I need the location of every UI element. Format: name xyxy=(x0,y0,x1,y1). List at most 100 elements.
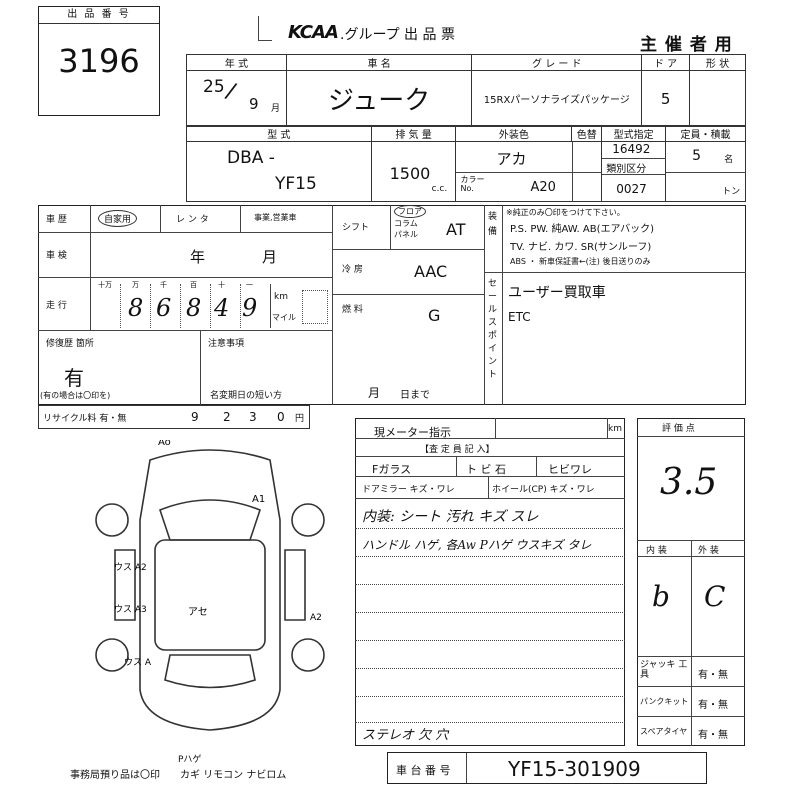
score-value: 3.5 xyxy=(660,462,718,503)
history-private[interactable]: 自家用 xyxy=(98,210,138,227)
tool-spare-value[interactable]: 有・無 xyxy=(698,730,728,741)
car-label: 車 名 xyxy=(285,54,473,71)
equipment-label: 装 備 xyxy=(488,212,498,237)
year-label: 年 式 xyxy=(186,54,287,71)
door-label: ド ア xyxy=(641,54,691,71)
unit-10: 十 xyxy=(218,281,225,289)
footer-left: 事務局預り品は〇印 xyxy=(70,770,160,781)
recycle-label: リサイクル料 有・無 xyxy=(43,414,127,424)
mark-a-bottom: ウス A xyxy=(124,657,152,668)
type-cell: DBA - YF15 xyxy=(186,141,372,202)
recycle-digit-4: 0 xyxy=(277,410,285,424)
month-unit: 月 xyxy=(271,104,281,114)
note-1: 内装: シート 汚れ キズ スレ xyxy=(362,509,539,525)
exterior-label: 外 装 xyxy=(698,546,719,556)
unit-100: 百 xyxy=(190,281,197,289)
mile-unit: マイル xyxy=(272,313,296,322)
caution-day-unit: 日まで xyxy=(400,390,430,401)
disp-label: 排 気 量 xyxy=(370,125,457,142)
type-table: 型 式 排 気 量 外装色 色替 型式指定 定員・積載 DBA - YF15 1… xyxy=(186,125,747,202)
chassis-label: 車 台 番 号 xyxy=(396,764,451,777)
caution-month-unit: 月 xyxy=(368,386,381,400)
wheel-label: ホイール(CP) キズ・ワレ xyxy=(492,485,595,495)
tool-jack-label: ジャッキ 工 具 xyxy=(640,660,688,680)
note-3: ステレオ 欠 穴 xyxy=(362,728,449,743)
shape-label: 形 状 xyxy=(689,54,746,71)
class-label: 類別区分 xyxy=(606,164,647,175)
digit-100: 8 xyxy=(186,294,202,322)
recycle-digit-3: 3 xyxy=(249,410,257,424)
type-label: 型 式 xyxy=(186,125,372,142)
digit-10: 4 xyxy=(214,294,230,322)
equipment-line-1[interactable]: P.S. PW. 純AW. AB(エアバック) xyxy=(510,224,654,235)
tool-jack-value[interactable]: 有・無 xyxy=(698,670,728,681)
shape-value xyxy=(689,70,746,127)
year-cell: 25 / 9 月 xyxy=(186,70,287,127)
lot-box: 出 品 番 号 3196 xyxy=(38,6,160,116)
shift-column[interactable]: コラム xyxy=(394,219,418,228)
repair-value: 有 xyxy=(64,366,84,390)
km-unit: km xyxy=(274,292,288,302)
tool-spare-label: スペアタイヤ xyxy=(640,727,688,736)
history-business[interactable]: 事業,営業車 xyxy=(254,213,297,222)
class-value: 0027 xyxy=(616,182,647,196)
grade-label: グ レ ー ド xyxy=(471,54,643,71)
footer-pnote: Pハゲ xyxy=(178,755,202,765)
doors-value: 5 xyxy=(641,70,691,127)
meter-label: 現メーター指示 xyxy=(374,426,451,439)
mark-a3-left: ウス A3 xyxy=(114,604,147,615)
glass-crack: ヒビワレ xyxy=(548,463,592,476)
unit-1: 一 xyxy=(246,281,253,289)
unit-10k: 万 xyxy=(132,281,139,289)
inspector-label: 【査 定 員 記 入】 xyxy=(420,445,495,455)
fuel-label: 燃 料 xyxy=(342,305,363,315)
short-date-label: 名変期日の短い方 xyxy=(210,391,283,401)
recycle-digit-2: 2 xyxy=(223,410,231,424)
footer-items: カギ リモコン ナビロム xyxy=(180,770,287,781)
shift-value: AT xyxy=(446,220,466,239)
history-rental[interactable]: レ ン タ xyxy=(176,215,209,225)
glass-label: Fガラス xyxy=(372,463,412,476)
sales-point-text-1: ユーザー買取車 xyxy=(508,285,606,301)
car-name: ジューク xyxy=(285,70,473,127)
interior-score: b xyxy=(652,580,670,613)
shift-floor[interactable]: フロア xyxy=(394,205,426,218)
color-label: 外装色 xyxy=(455,125,573,142)
shift-panel[interactable]: パネル xyxy=(394,230,418,239)
digit-1k: 6 xyxy=(156,294,172,322)
ton-unit: トン xyxy=(722,187,741,197)
shift-options: フロア コラム パネル xyxy=(390,205,434,249)
repair-label: 修復歴 箇所 xyxy=(46,339,94,349)
tool-kit-label: パンクキット xyxy=(640,697,689,706)
note-2: ハンドル ハゲ, 各Aw Pハゲ ウスキズ タレ xyxy=(362,538,592,552)
capacity-unit: 名 xyxy=(724,155,734,165)
score-label: 評 価 点 xyxy=(662,424,695,434)
equipment-line-2[interactable]: TV. ナビ. カワ. SR(サンルーフ) xyxy=(510,242,652,253)
brand-logo: KCAA xyxy=(288,22,339,43)
shift-label: シフト xyxy=(342,223,370,233)
equipment-note: ※純正のみ〇印をつけて下さい。 xyxy=(506,208,625,217)
car-diagram: Ao A1 ウス A2 ウス A3 アセ A2 ウス A xyxy=(95,440,325,731)
chassis-number: YF15-301909 xyxy=(508,757,641,781)
color-value: アカ xyxy=(496,150,527,168)
meter-km: km xyxy=(608,424,622,434)
type-value-2: YF15 xyxy=(275,174,317,194)
capacity-value: 5 xyxy=(692,148,701,164)
capacity-cell: 5 名 トン xyxy=(665,141,747,202)
interior-label: 内 装 xyxy=(646,546,667,556)
caution-label: 注意事項 xyxy=(208,339,245,349)
lot-label: 出 品 番 号 xyxy=(39,7,159,24)
mark-ao: Ao xyxy=(158,440,171,448)
exterior-score: C xyxy=(704,580,726,613)
vehicle-info-table: 年 式 車 名 グ レ ー ド ド ア 形 状 25 / 9 月 ジューク 15… xyxy=(186,54,746,127)
main-block xyxy=(38,205,746,405)
cc-unit: c.c. xyxy=(431,184,448,194)
history-label: 車 歴 xyxy=(46,215,67,225)
capacity-label: 定員・積載 xyxy=(665,125,746,142)
equipment-line-3[interactable]: ABS ・ 新車保証書←(注) 後日送りのみ xyxy=(510,257,651,266)
color-cell: アカ カラー No. A20 xyxy=(455,141,603,202)
tool-kit-value[interactable]: 有・無 xyxy=(698,700,728,711)
mark-a1-top: A1 xyxy=(252,494,265,505)
displacement: 1500 xyxy=(389,164,431,183)
form-title: .グループ 出 品 票 xyxy=(340,27,455,43)
